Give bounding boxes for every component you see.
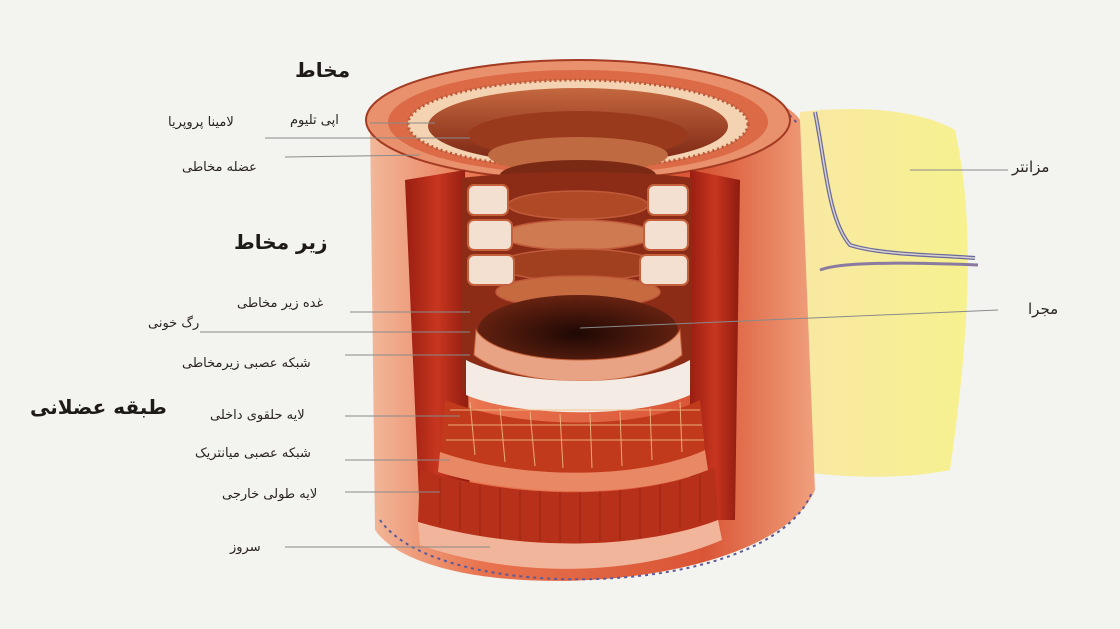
label-submucosal-plexus: شبکه عصبی زیرمخاطی xyxy=(182,356,311,371)
label-lumen: مجرا xyxy=(1028,300,1058,318)
label-inner-circular: لایه حلقوی داخلی xyxy=(210,408,305,423)
label-blood-vessel: رگ خونی xyxy=(148,316,199,331)
heading-muscularis: طبقه عضلانی xyxy=(30,395,167,419)
heading-submucosa: زیر مخاط xyxy=(234,230,328,254)
label-myenteric-plexus: شبکه عصبی میانتریک xyxy=(195,446,311,461)
mesentery-tissue xyxy=(790,109,968,477)
label-muscularis-mucosae: عضله مخاطی xyxy=(182,160,257,175)
label-submucosal-gland: غده زیر مخاطی xyxy=(237,296,323,311)
label-serosa: سروز xyxy=(230,540,261,555)
label-epithelium: اپی تلیوم xyxy=(290,113,339,128)
label-mesentery: مزانتر xyxy=(1012,158,1049,176)
label-outer-longitudinal: لایه طولی خارجی xyxy=(222,487,317,502)
label-lamina-propria: لامینا پروپریا xyxy=(168,115,234,130)
heading-mucosa: مخاط xyxy=(295,58,350,82)
